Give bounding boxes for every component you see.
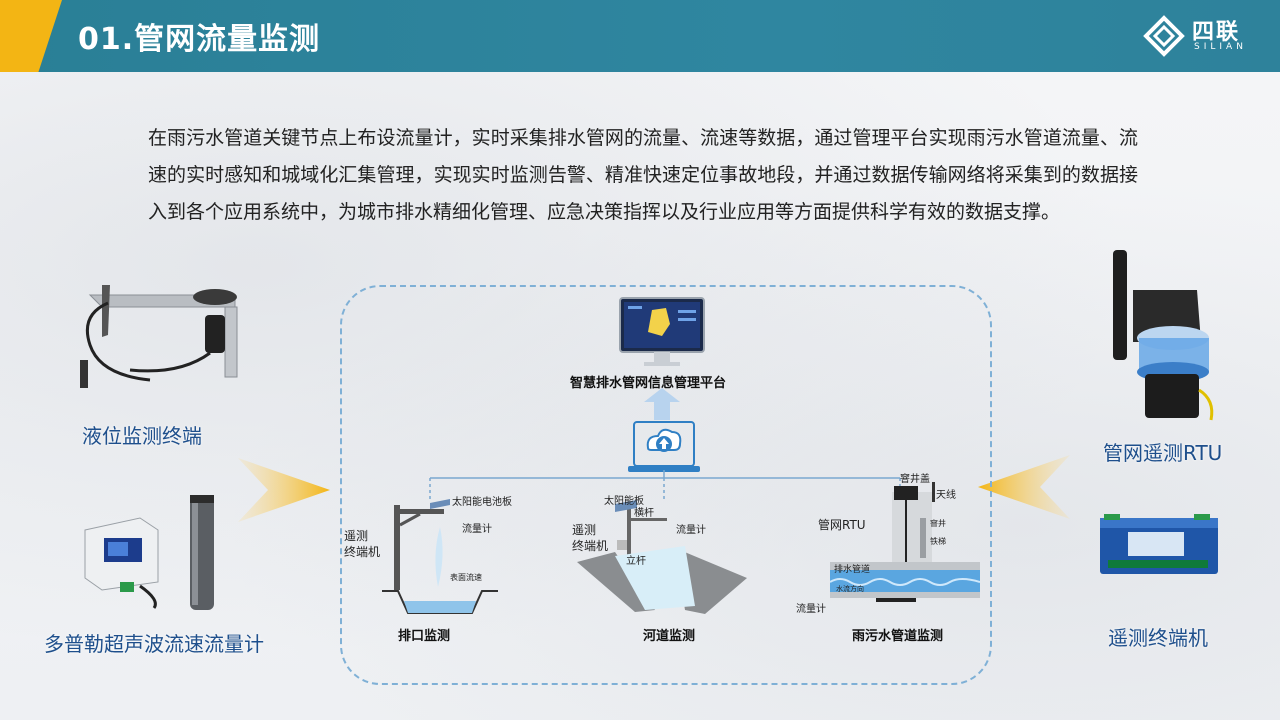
telemetry-terminal-image <box>1100 514 1218 574</box>
outlet-surface-label: 表面流速 <box>450 573 482 582</box>
pipe-drain-label: 排水管道 <box>834 565 871 575</box>
river-flowmeter-label: 流量计 <box>676 525 706 536</box>
pipe-rtu-label: 管网遥测RTU <box>1103 441 1223 465</box>
pipe-shaft-label: 窨井 <box>930 519 946 528</box>
pipe-antenna-label: 天线 <box>936 490 956 501</box>
header-bar: 01.管网流量监测 四联 SILIAN <box>0 0 1280 72</box>
outlet-title: 排口监测 <box>398 629 451 644</box>
river-solar-label: 太阳能板 <box>604 496 644 507</box>
pipe-scene <box>830 482 980 602</box>
outlet-flowmeter-label: 流量计 <box>462 524 492 535</box>
river-title: 河道监测 <box>643 629 696 644</box>
upload-arrow-icon <box>644 388 680 420</box>
arrow-right-icon <box>238 458 330 522</box>
pipe-flowmeter-label: 流量计 <box>796 604 826 615</box>
river-pole-label: 立杆 <box>626 556 646 567</box>
brand-logo: 四联 SILIAN <box>1140 14 1260 58</box>
doppler-meter-image <box>84 495 214 610</box>
monitor-icon <box>619 297 705 366</box>
logo-mark-icon <box>1143 15 1185 57</box>
cloud-computer-icon <box>628 421 700 472</box>
logo-text: 四联 <box>1192 20 1241 45</box>
outlet-scene <box>382 499 498 614</box>
pipe-manhole-label: 窨井盖 <box>900 474 930 485</box>
logo-subtext: SILIAN <box>1194 42 1247 52</box>
pipe-rtu-small-label: 管网RTU <box>818 518 866 532</box>
river-terminal-label: 遥测终端机 <box>572 523 609 553</box>
level-terminal-label: 液位监测终端 <box>82 424 202 448</box>
system-diagram-frame <box>340 285 992 685</box>
pipe-title: 雨污水管道监测 <box>852 629 944 644</box>
intro-paragraph: 在雨污水管道关键节点上布设流量计，实时采集排水管网的流量、流速等数据，通过管理平… <box>148 127 1138 223</box>
level-terminal-image <box>80 285 238 388</box>
outlet-solar-label: 太阳能电池板 <box>452 497 512 508</box>
outlet-terminal-label: 遥测终端机 <box>344 529 381 559</box>
header-accent <box>0 0 62 72</box>
doppler-meter-label: 多普勒超声波流速流量计 <box>44 632 264 656</box>
river-scene <box>577 500 747 614</box>
pipe-ladder-label: 铁梯 <box>930 537 946 546</box>
pipe-rtu-image <box>1113 250 1214 421</box>
pipe-flowdir-label: 水流方向 <box>836 585 864 593</box>
background <box>0 72 1280 720</box>
page-title: 01.管网流量监测 <box>78 22 321 57</box>
platform-label: 智慧排水管网信息管理平台 <box>570 376 727 391</box>
telemetry-terminal-label: 遥测终端机 <box>1108 626 1208 650</box>
river-crossbar-label: 横杆 <box>634 508 654 519</box>
arrow-left-icon <box>978 455 1070 519</box>
